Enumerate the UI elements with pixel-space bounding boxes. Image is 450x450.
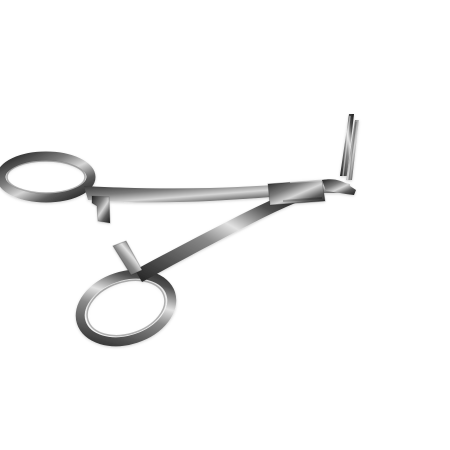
lower-ring-handle	[75, 269, 177, 347]
lower-ratchet	[112, 240, 143, 276]
upper-ratchet	[91, 195, 111, 224]
forceps-body	[0, 114, 359, 347]
angled-jaws	[322, 114, 359, 195]
upper-ring-handle	[0, 151, 96, 203]
lower-shank	[135, 191, 300, 282]
box-lock-joint	[267, 179, 326, 206]
